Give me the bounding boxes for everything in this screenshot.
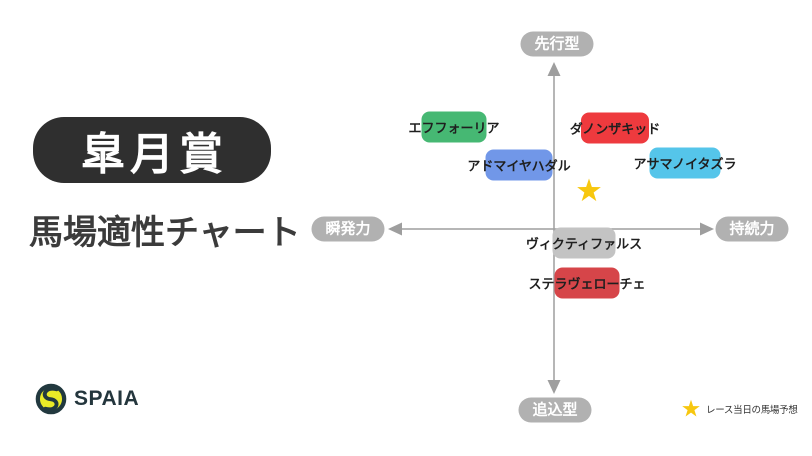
spaia-logo-text: SPAIA (74, 387, 140, 410)
horse-name-label: ステラヴェローチェ (528, 276, 646, 292)
horse-marker-rect (649, 147, 721, 179)
horse-marker-rect (421, 111, 487, 143)
star-shape (577, 178, 601, 202)
arrow-left-icon (388, 222, 402, 236)
horse-name-label: アサマノイタズラ (633, 156, 737, 172)
arrow-down-icon (547, 380, 561, 394)
legend: レース当日の馬場予想 (681, 399, 798, 419)
horse-name-label: ダノンザキッド (569, 121, 661, 137)
axis-label-closer: 追込型 (518, 397, 592, 423)
chart-subtitle: 馬場適性チャート (29, 214, 301, 252)
horse-marker-rect (552, 227, 616, 259)
axis-label-burst: 瞬発力 (311, 216, 385, 242)
horse-name-label: アドマイヤハダル (467, 158, 571, 174)
arrow-up-icon (547, 62, 561, 76)
horse-name-label: ヴィクティファルス (525, 236, 643, 252)
spaia-logo: SPAIA (34, 382, 139, 416)
horse-marker-rect (485, 149, 553, 181)
axis-label-stamina: 持続力 (715, 216, 789, 242)
logo-swirl (42, 386, 59, 412)
horse-marker-rect (581, 112, 649, 144)
race-title: 皐月賞 (81, 130, 228, 179)
legend-star-icon (682, 399, 700, 417)
arrow-right-icon (700, 222, 714, 236)
forecast-star-icon (577, 178, 601, 202)
spaia-logo-icon (35, 383, 67, 415)
axis-label-front-runner: 先行型 (520, 31, 594, 57)
legend-label: レース当日の馬場予想 (706, 405, 798, 416)
horse-marker-rect (554, 267, 620, 299)
race-title-badge: 皐月賞 (33, 117, 271, 183)
horse-name-label: エフフォーリア (408, 120, 500, 136)
star-shape (682, 399, 700, 417)
